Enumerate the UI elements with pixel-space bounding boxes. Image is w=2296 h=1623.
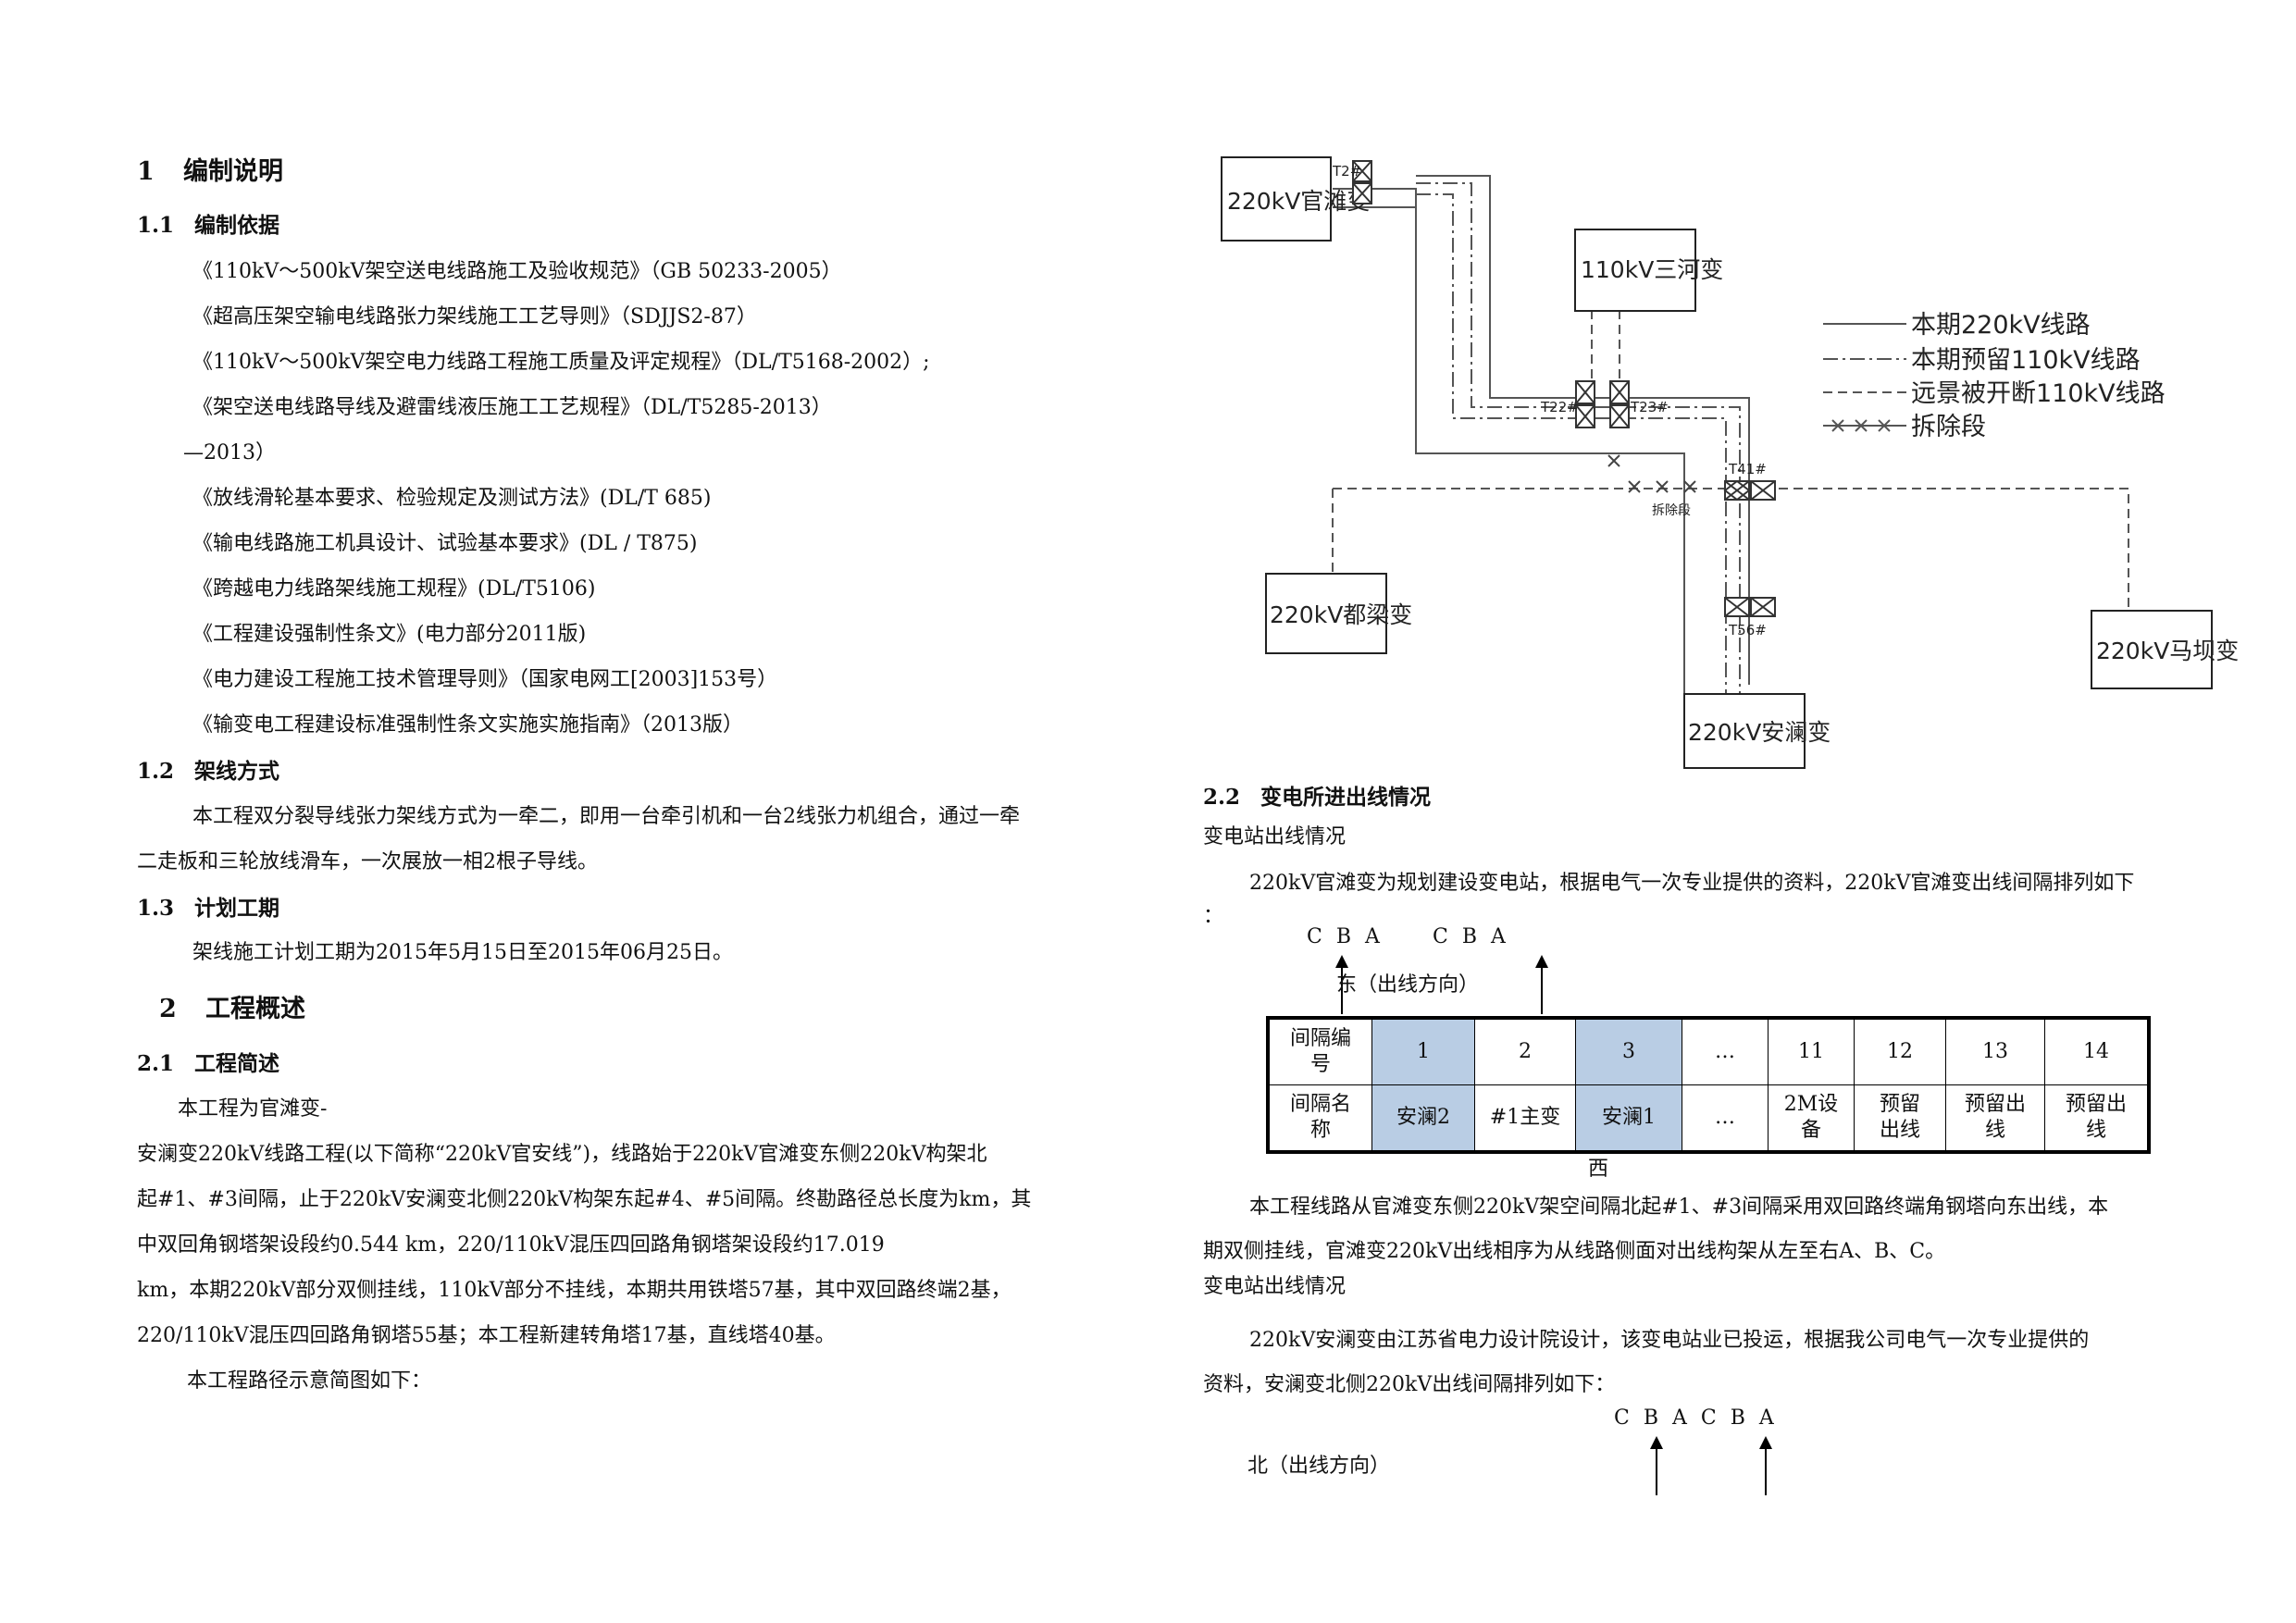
legend-label: 本期220kV线路 [1911,311,2091,340]
paragraph-line: 资料，安澜变北侧220kV出线间隔排列如下： [1203,1373,1616,1396]
station-sanhe: 110kV三河变 [1581,256,1723,283]
reference-item: 《电力建设工程施工技术管理导则》（国家电网工[2003]153号） [192,668,778,691]
paragraph-line: 中双回角钢塔架设段约0.544 km，220/110kV混压四回路角钢塔架设段约… [137,1233,885,1257]
arrow-up-icon [1335,955,1348,1014]
reference-item: 《输变电工程建设标准强制性条文实施实施指南》（2013版） [192,713,743,737]
bay-name-cell: 预留出线 [1945,1084,2045,1153]
arrow-up-icon [1759,1436,1772,1495]
paragraph-line: 期双侧挂线，官滩变220kV出线相序为从线路侧面对出线构架从左至右A、B、C。 [1203,1240,1946,1263]
station-anlan: 220kV安澜变 [1688,719,1831,746]
tower-label-t2: T2# [1332,163,1361,180]
guantan-bay-table: 间隔编号 1 2 3 … 11 12 13 14 间隔名称 安澜2 #1主变 安… [1266,1016,2151,1154]
bay-number-cell: 13 [1945,1017,2045,1085]
reference-item: —2013） [183,441,276,465]
bay-number-cell: 3 [1575,1017,1682,1085]
bay-name-cell: 2M设备 [1768,1084,1855,1153]
subsection-title: 变电站出线情况 [1203,1275,1347,1298]
bay-name-cell: 安澜2 [1371,1084,1475,1153]
tower-symbol [1723,479,1776,502]
station-box [1574,229,1696,312]
line-110kv-reserved [1416,182,1741,694]
station-box [1221,156,1332,242]
demolish-label: 拆除段 [1652,503,1691,518]
bay-number-cell: 12 [1854,1017,1946,1085]
bay-name-cell: 预留出线 [2044,1084,2150,1153]
table-header-cell: 间隔名称 [1267,1084,1372,1153]
paragraph-line: 二走板和三轮放线滑车，一次展放一相2根子导线。 [137,850,598,873]
station-box [1683,693,1806,769]
phase-order-group: C B A [1307,925,1384,948]
west-direction-label: 西 [1588,1158,1609,1181]
legend [1823,323,1906,432]
paragraph-line: 220kV安澜变由江苏省电力设计院设计，该变电站业已投运，根据我公司电气一次专业… [1249,1329,2090,1352]
bay-number-cell: … [1682,1017,1769,1085]
bay-name-cell: 预留出线 [1854,1084,1946,1153]
bay-number-cell: 1 [1371,1017,1475,1085]
arrow-up-icon [1535,955,1548,1014]
paragraph-line: 220/110kV混压四回路角钢塔55基；本工程新建转角塔17基，直线塔40基。 [137,1324,836,1347]
bay-number-cell: 2 [1474,1017,1576,1085]
paragraph-line: 起#1、#3间隔，止于220kV安澜变北侧220kV构架东起#4、#5间隔。终勘… [137,1188,1032,1211]
north-direction-label: 北（出线方向） [1247,1455,1391,1478]
bay-name-cell: … [1682,1084,1769,1153]
station-guantan: 220kV官滩变 [1227,188,1370,215]
station-box [1265,573,1387,654]
legend-label: 本期预留110kV线路 [1911,346,2141,375]
reference-item: 《架空送电线路导线及避雷线液压施工工艺规程》（DL/T5285-2013） [192,396,832,419]
reference-item: 《工程建设强制性条文》(电力部分2011版) [192,623,587,646]
bay-name-cell: #1主变 [1474,1084,1576,1153]
demolish-crosses [1607,454,1696,493]
subsection-title: 变电站出线情况 [1203,825,1347,849]
tower-symbol [1609,380,1630,428]
table-header-cell: 间隔编号 [1267,1017,1372,1085]
reference-item: 《跨越电力线路架线施工规程》(DL/T5106) [192,577,596,601]
tower-label-t56: T56# [1728,622,1767,638]
arrow-up-icon [1650,1436,1663,1495]
paragraph-line: 本工程线路从官滩变东侧220kV架空间隔北起#1、#3间隔采用双回路终端角钢塔向… [1249,1196,2109,1219]
line-110kv-future [1749,488,2129,611]
paragraph-line: 安澜变220kV线路工程(以下简称“220kV官安线”)，线路始于220kV官滩… [137,1143,987,1166]
station-duliang: 220kV都梁变 [1270,601,1412,628]
route-diagram: 220kV官滩变 110kV三河变 220kV都梁变 220kV马坝变 220k… [1221,156,2239,769]
paragraph-line: 本工程路径示意简图如下： [187,1369,432,1393]
east-direction-label: 东（出线方向） [1336,973,1480,997]
tower-label-t22: T22# [1540,399,1579,415]
bay-number-cell: 14 [2044,1017,2150,1085]
paragraph-line: 本工程双分裂导线张力架线方式为一牵二，即用一台牵引机和一台2线张力机组合，通过一… [192,805,1021,828]
station-mapa: 220kV马坝变 [2096,638,2239,664]
table-row: 间隔名称 安澜2 #1主变 安澜1 … 2M设备 预留出线 预留出线 预留出线 [1267,1084,2150,1153]
line-220kv [1333,188,1685,694]
paragraph-line: ： [1203,905,1224,928]
paragraph-line: 本工程为官滩变- [178,1097,328,1121]
phase-order-bottom: C B A C B A [1614,1406,1778,1430]
reference-item: 《放线滑轮基本要求、检验规定及测试方法》(DL/T 685) [192,487,712,510]
bay-name-cell: 安澜1 [1575,1084,1682,1153]
paragraph-line: km，本期220kV部分双侧挂线，110kV部分不挂线，本期共用铁塔57基，其中… [137,1279,1011,1302]
legend-label: 拆除段 [1911,413,1986,441]
tower-symbol [1724,597,1776,617]
tower-label-t23: T23# [1630,399,1669,415]
paragraph-line: 架线施工计划工期为2015年5月15日至2015年06月25日。 [192,941,733,964]
tower-symbol [1352,160,1372,204]
tower-symbol [1575,380,1595,428]
tower-label-t41: T41# [1728,461,1767,477]
bay-number-cell: 11 [1768,1017,1855,1085]
reference-item: 《超高压架空输电线路张力架线施工工艺导则》（SDJJS2-87） [192,305,757,328]
reference-item: 《110kV～500kV架空电力线路工程施工质量及评定规程》（DL/T5168-… [192,351,930,374]
paragraph-line: 220kV官滩变为规划建设变电站，根据电气一次专业提供的资料，220kV官滩变出… [1249,872,2135,895]
reference-item: 《输电线路施工机具设计、试验基本要求》(DL / T875) [192,532,698,555]
legend-label: 远景被开断110kV线路 [1911,379,2166,408]
table-row: 间隔编号 1 2 3 … 11 12 13 14 [1267,1017,2150,1085]
station-box [2091,610,2213,689]
reference-item: 《110kV～500kV架空送电线路施工及验收规范》（GB 50233-2005… [192,260,842,283]
phase-order-group: C B A [1433,925,1509,948]
line-110kv-reserved [1416,193,1727,694]
